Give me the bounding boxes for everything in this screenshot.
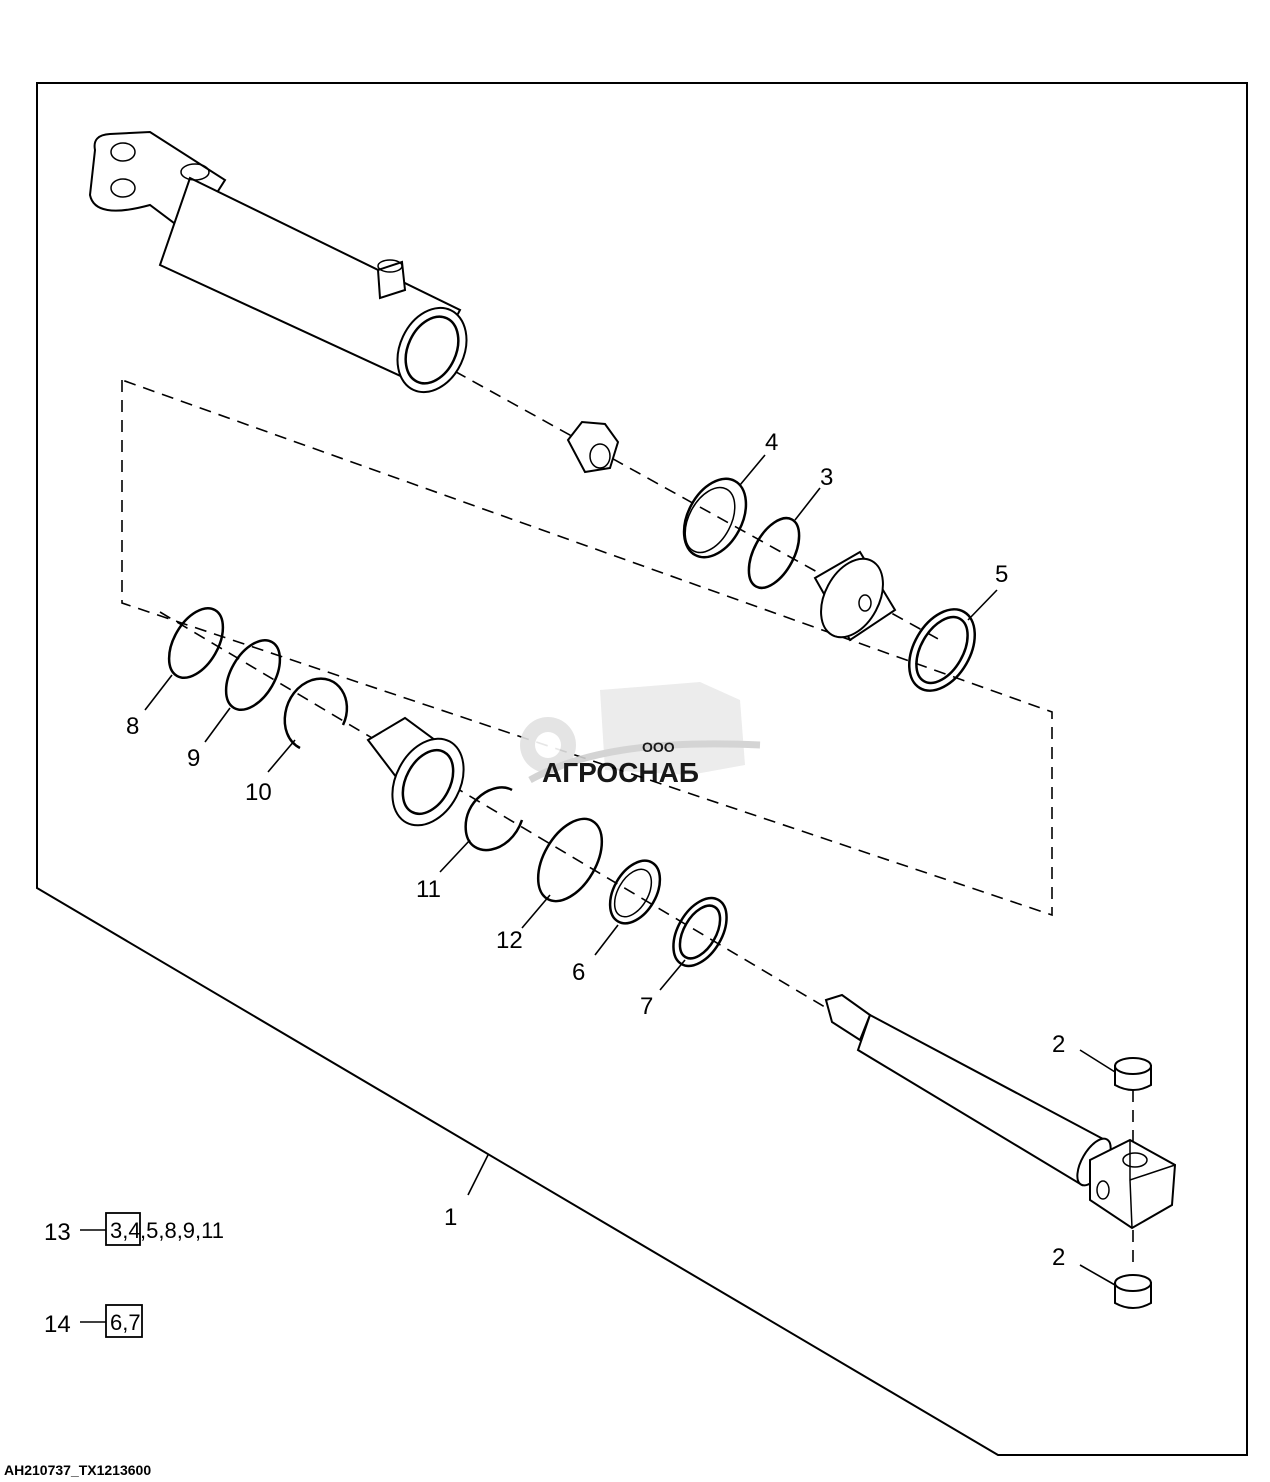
leader-9 — [204, 707, 231, 743]
kit-13: 13 3,4 ,5,8,9,11 — [44, 1212, 224, 1246]
wiper-6 — [608, 859, 662, 925]
callout-10: 10 — [245, 779, 272, 806]
leader-6 — [594, 924, 619, 956]
piston — [813, 550, 897, 642]
leader-2-top — [1079, 1049, 1116, 1073]
callout-9: 9 — [187, 745, 200, 772]
leader-1 — [467, 1154, 489, 1196]
ring-9 — [224, 639, 282, 711]
kit-13-label: 13 — [44, 1219, 71, 1246]
leader-2-bottom — [1079, 1264, 1116, 1286]
kit-13-boxed-parts: 3,4 — [110, 1218, 141, 1243]
seal-5 — [908, 608, 976, 692]
piston-group-dashed-frame — [121, 379, 1053, 917]
watermark: ООО АГРОСНАБ — [520, 682, 761, 788]
split-ring-10 — [283, 677, 349, 750]
callout-11: 11 — [416, 876, 441, 903]
leader-10 — [267, 739, 296, 773]
bushing-2-top — [1114, 1057, 1152, 1091]
kit-14: 14 6,7 — [44, 1304, 143, 1338]
watermark-prefix: ООО — [642, 739, 675, 755]
seal-ring-4 — [682, 477, 748, 559]
callout-6: 6 — [572, 959, 585, 986]
leader-5 — [967, 589, 998, 621]
kit-14-boxed-parts: 6,7 — [110, 1310, 141, 1335]
kit-13-box — [105, 1212, 141, 1246]
leader-4 — [739, 454, 766, 486]
cylinder-barrel — [88, 130, 468, 394]
callout-1: 1 — [444, 1204, 457, 1231]
o-ring-3 — [747, 516, 801, 590]
callout-12: 12 — [496, 927, 523, 954]
callout-2-bottom: 2 — [1052, 1244, 1065, 1271]
kit-14-box — [105, 1304, 143, 1338]
ring-8 — [167, 607, 225, 679]
kit-14-label: 14 — [44, 1311, 71, 1338]
callout-2-top: 2 — [1052, 1031, 1065, 1058]
leader-7 — [659, 959, 686, 991]
kit-13-other-parts: ,5,8,9,11 — [140, 1218, 224, 1243]
ring-12 — [536, 817, 604, 903]
callout-3: 3 — [820, 464, 833, 491]
piston-nut — [566, 420, 620, 474]
leader-12 — [521, 894, 551, 929]
callout-8: 8 — [126, 713, 139, 740]
callout-7: 7 — [640, 993, 653, 1020]
leader-3 — [794, 487, 821, 521]
gland — [366, 716, 465, 827]
piston-rod — [824, 993, 1177, 1230]
watermark-brand: АГРОСНАБ — [542, 757, 699, 788]
split-ring-11 — [464, 786, 524, 852]
leader-8 — [144, 674, 173, 711]
leader-11 — [439, 839, 471, 873]
figure-id: AH210737_TX1213600 — [4, 1462, 151, 1478]
bushing-2-bottom — [1114, 1274, 1152, 1309]
axis-line-lower — [159, 611, 851, 1023]
callout-4: 4 — [765, 429, 778, 456]
assembly-frame — [36, 82, 1248, 1456]
callout-5: 5 — [995, 561, 1008, 588]
